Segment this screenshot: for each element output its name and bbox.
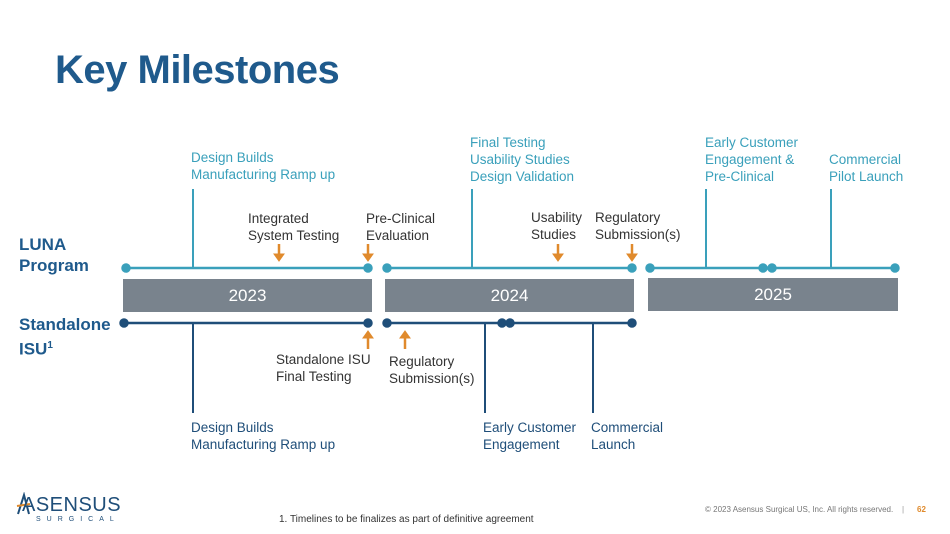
footnote-marker: 1	[47, 340, 53, 351]
copyright: © 2023 Asensus Surgical US, Inc. All rig…	[705, 505, 894, 514]
luna-arrow-label-integrated: Integrated System Testing	[248, 211, 340, 243]
isu-milestone-commercial-launch: Commercial Launch	[591, 420, 664, 452]
luna-arrows	[273, 244, 638, 262]
logo-mark-icon	[16, 492, 30, 515]
isu-milestone-design-builds: Design Builds Manufacturing Ramp up	[191, 420, 336, 452]
luna-arrow-label-preclinical: Pre-Clinical Evaluation	[366, 211, 436, 243]
year-bar-2023: 2023	[123, 279, 372, 312]
isu-arrow-label-regulatory: Regulatory Submission(s)	[389, 354, 475, 386]
row-label-isu: Standalone ISU1	[19, 314, 111, 360]
footnote: 1. Timelines to be finalizes as part of …	[279, 514, 534, 525]
luna-milestone-final-testing: Final Testing Usability Studies Design V…	[470, 135, 575, 184]
luna-milestone-commercial-pilot: Commercial Pilot Launch	[829, 152, 904, 184]
row-label-luna: LUNA Program	[19, 235, 89, 275]
luna-arrow-label-usability: Usability Studies	[531, 210, 583, 242]
isu-arrow-label-final-testing: Standalone ISU Final Testing	[276, 352, 371, 384]
logo-wordmark: ASENSUS	[22, 494, 122, 516]
isu-milestone-early-customer: Early Customer Engagement	[483, 420, 577, 452]
logo-subtitle: SURGICAL	[36, 516, 120, 523]
isu-timeline	[119, 318, 637, 413]
year-bar-2025: 2025	[648, 278, 898, 311]
row-label-isu-text: Standalone ISU	[19, 315, 111, 359]
page-title: Key Milestones	[55, 48, 340, 92]
footer-divider: |	[902, 505, 905, 514]
luna-timeline	[121, 189, 900, 273]
page-number: 62	[917, 505, 926, 514]
luna-milestone-design-builds: Design Builds Manufacturing Ramp up	[191, 150, 336, 182]
luna-arrow-label-regulatory: Regulatory Submission(s)	[595, 210, 681, 242]
luna-milestone-early-customer: Early Customer Engagement & Pre-Clinical	[705, 135, 799, 184]
isu-arrows	[362, 330, 411, 349]
year-bar-2024: 2024	[385, 279, 634, 312]
